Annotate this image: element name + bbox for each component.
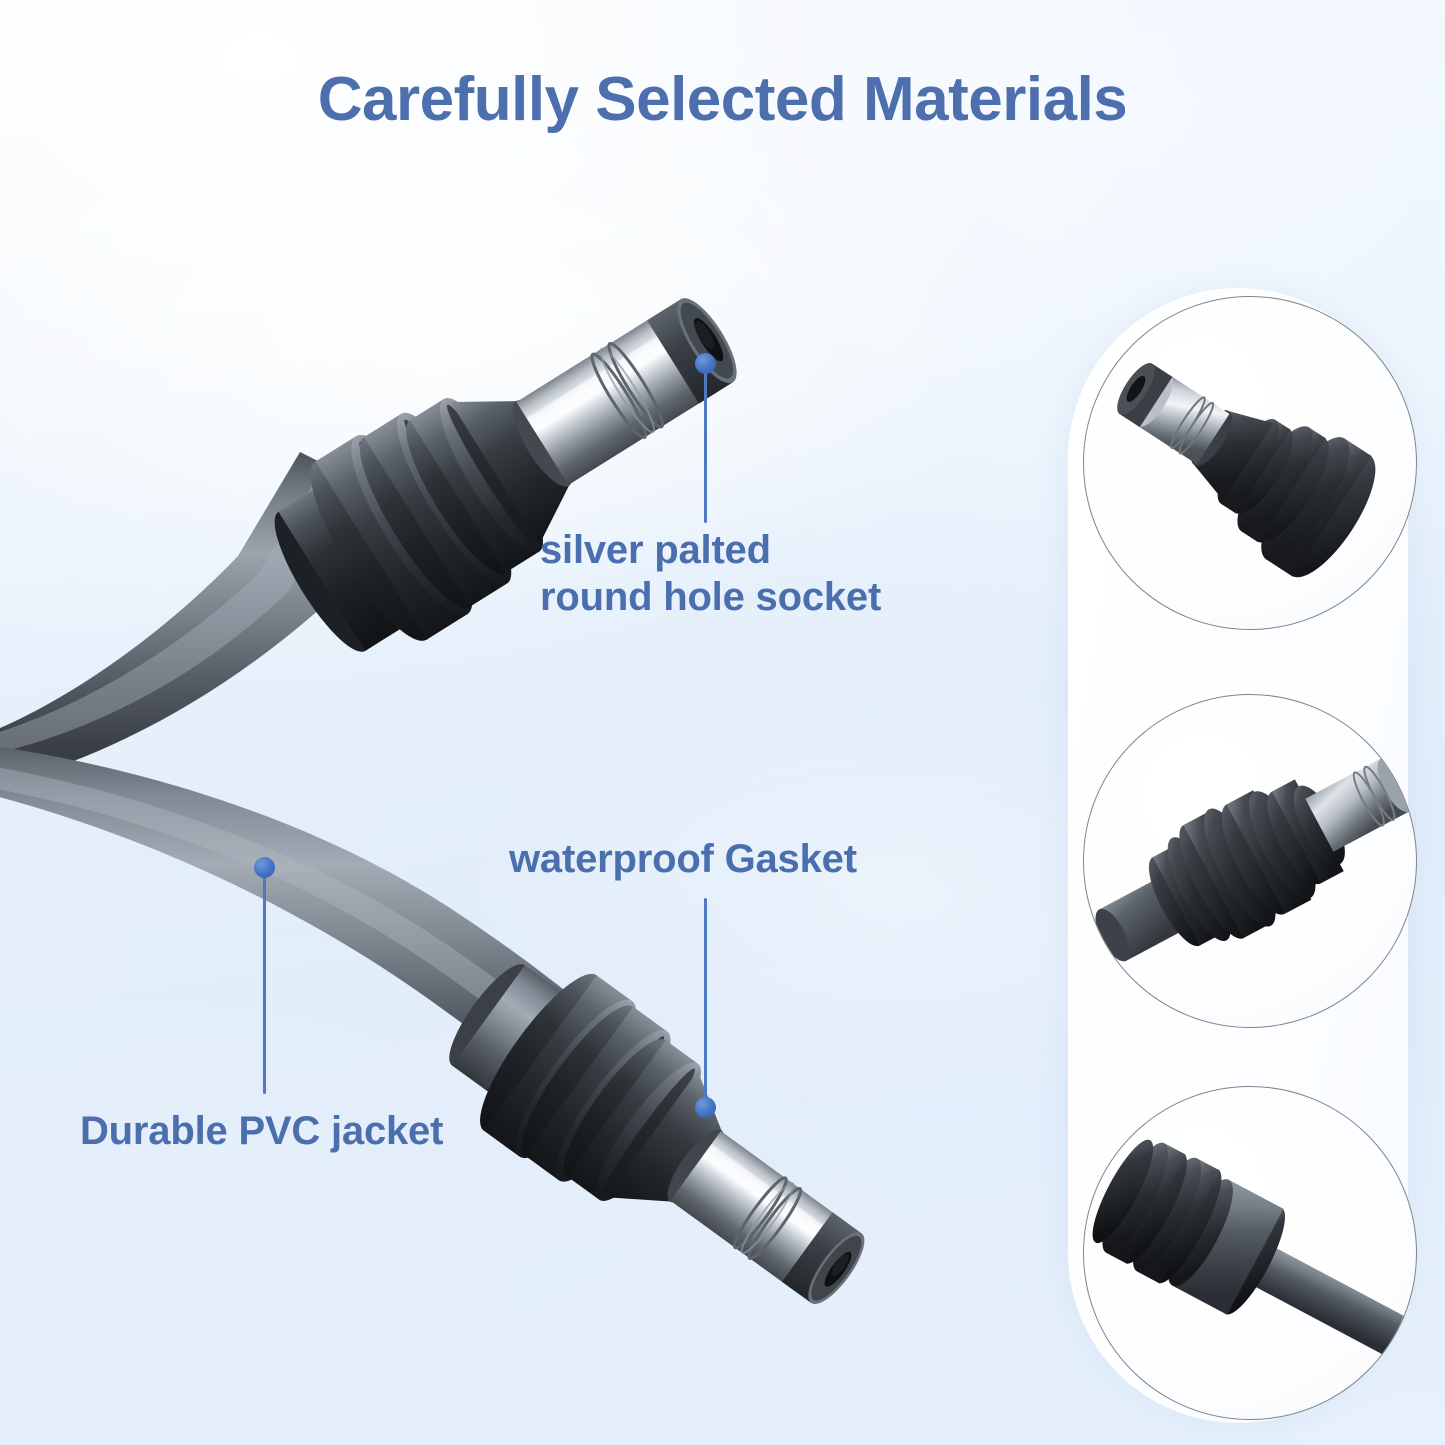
callout-line-socket: [704, 368, 707, 523]
callout-dot-pvc: [254, 857, 275, 878]
callout-line-pvc: [263, 872, 266, 1094]
callout-dot-socket: [695, 353, 716, 374]
callout-label-gasket: waterproof Gasket: [509, 837, 857, 881]
callout-dot-gasket: [695, 1097, 716, 1118]
callout-label-socket: silver palted round hole socket: [540, 528, 882, 620]
detail-art-gasket: [1095, 757, 1413, 962]
callout-line-gasket: [704, 898, 707, 1110]
page-title: Carefully Selected Materials: [317, 65, 1128, 134]
callout-label-pvc: Durable PVC jacket: [80, 1109, 444, 1153]
detail-circle-gasket: [1083, 694, 1417, 1028]
detail-circle-pvc-jacket: [1083, 1086, 1417, 1420]
detail-circle-socket: [1083, 296, 1417, 630]
detail-art-socket: [1117, 363, 1376, 578]
detail-art-pvc: [1092, 1139, 1416, 1370]
